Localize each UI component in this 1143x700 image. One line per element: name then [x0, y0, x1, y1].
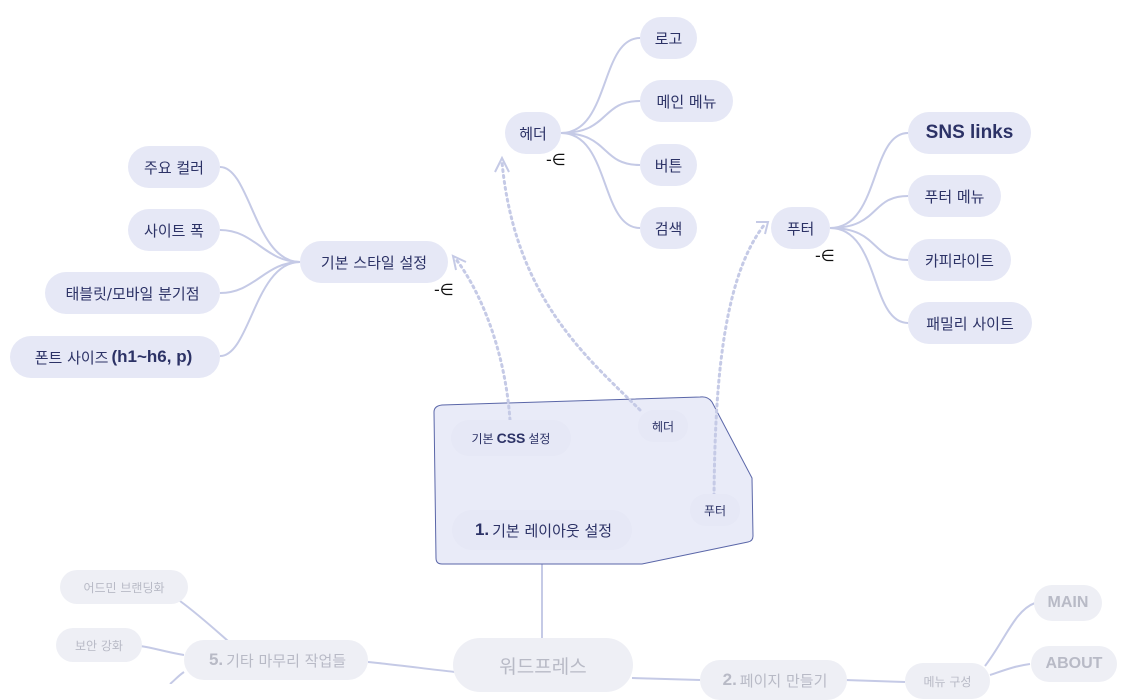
footer-node[interactable]: 푸터	[771, 207, 830, 249]
menu-child-label: ABOUT	[1045, 655, 1103, 672]
header-child-2[interactable]: 버튼	[640, 144, 697, 186]
footer-child-label: 패밀리 사이트	[926, 314, 1014, 333]
summary-basic-css-strong: CSS	[496, 430, 526, 446]
footer-child-label: 카피라이트	[924, 251, 994, 270]
collapse-toggle-icon[interactable]: -∈	[815, 246, 835, 265]
basic-style-child-0[interactable]: 주요 컬러	[128, 146, 220, 188]
root-label: 워드프레스	[499, 655, 587, 678]
basic-style-child-2[interactable]: 태블릿/모바일 분기점	[45, 272, 220, 314]
summary-footer-label: 푸터	[703, 503, 727, 518]
branch5-child-label: 보안 강화	[75, 638, 123, 653]
header-child-label: 버튼	[654, 156, 683, 175]
menu-child-1[interactable]: ABOUT	[1031, 646, 1117, 682]
header-label: 헤더	[519, 124, 547, 143]
header-node[interactable]: 헤더	[505, 112, 561, 154]
footer-child-3[interactable]: 패밀리 사이트	[908, 302, 1032, 344]
branch5-number: 5.	[208, 650, 224, 669]
font-size-strong: (h1~h6, p)	[111, 347, 193, 366]
footer-label: 푸터	[786, 219, 815, 238]
header-child-label: 검색	[654, 219, 683, 238]
branch5-child-label: 어드민 브랜딩화	[83, 580, 165, 595]
summary-footer-node[interactable]: 푸터	[690, 494, 740, 526]
collapse-toggle-icon[interactable]: -∈	[546, 150, 566, 169]
summary-header-node[interactable]: 헤더	[638, 410, 688, 442]
basic-style-child-label: 사이트 폭	[144, 221, 204, 240]
summary-header-label: 헤더	[651, 419, 675, 434]
footer-child-2[interactable]: 카피라이트	[908, 239, 1011, 281]
branch5-child-1[interactable]: 보안 강화	[56, 628, 142, 662]
branch5-child-0[interactable]: 어드민 브랜딩화	[60, 570, 188, 604]
font-size-pre: 폰트 사이즈	[34, 348, 109, 367]
menu-child-label: MAIN	[1047, 594, 1089, 611]
main-topic-number: 1.	[474, 520, 490, 539]
collapse-toggle-icon[interactable]: -∈	[434, 280, 454, 299]
header-child-label: 메인 메뉴	[656, 92, 717, 111]
header-child-1[interactable]: 메인 메뉴	[640, 80, 733, 122]
header-child-3[interactable]: 검색	[640, 207, 697, 249]
basic-style-child-1[interactable]: 사이트 폭	[128, 209, 220, 251]
summary-basic-css-post: 설정	[528, 431, 551, 446]
menu-child-0[interactable]: MAIN	[1034, 585, 1102, 621]
footer-child-1[interactable]: 푸터 메뉴	[908, 175, 1001, 217]
menu-node[interactable]: 메뉴 구성	[905, 663, 990, 699]
basic-style-node[interactable]: 기본 스타일 설정	[300, 241, 448, 283]
header-child-label: 로고	[654, 29, 683, 48]
header-child-0[interactable]: 로고	[640, 17, 697, 59]
branch2-node[interactable]: 2. 페이지 만들기	[700, 660, 847, 700]
summary-basic-css-node[interactable]: 기본 CSS 설정	[451, 420, 571, 456]
branch2-label: 페이지 만들기	[739, 671, 828, 690]
branch2-number: 2.	[722, 670, 737, 689]
main-topic-label: 기본 레이아웃 설정	[492, 521, 613, 540]
basic-style-font-size-node[interactable]: 폰트 사이즈 (h1~h6, p)	[10, 336, 220, 378]
menu-label: 메뉴 구성	[923, 674, 972, 689]
root-node[interactable]: 워드프레스	[453, 638, 633, 692]
footer-child-label: SNS links	[925, 122, 1014, 143]
basic-style-child-label: 주요 컬러	[144, 158, 204, 177]
branch5-label: 기타 마무리 작업들	[226, 651, 347, 670]
branch5-node[interactable]: 5. 기타 마무리 작업들	[184, 640, 368, 680]
main-topic-basic-layout[interactable]: 1. 기본 레이아웃 설정	[452, 510, 632, 550]
footer-child-label: 푸터 메뉴	[924, 187, 985, 206]
footer-child-0[interactable]: SNS links	[908, 112, 1031, 154]
summary-basic-css-pre: 기본	[471, 431, 494, 446]
basic-style-child-label: 태블릿/모바일 분기점	[65, 284, 200, 303]
basic-style-label: 기본 스타일 설정	[320, 253, 428, 272]
